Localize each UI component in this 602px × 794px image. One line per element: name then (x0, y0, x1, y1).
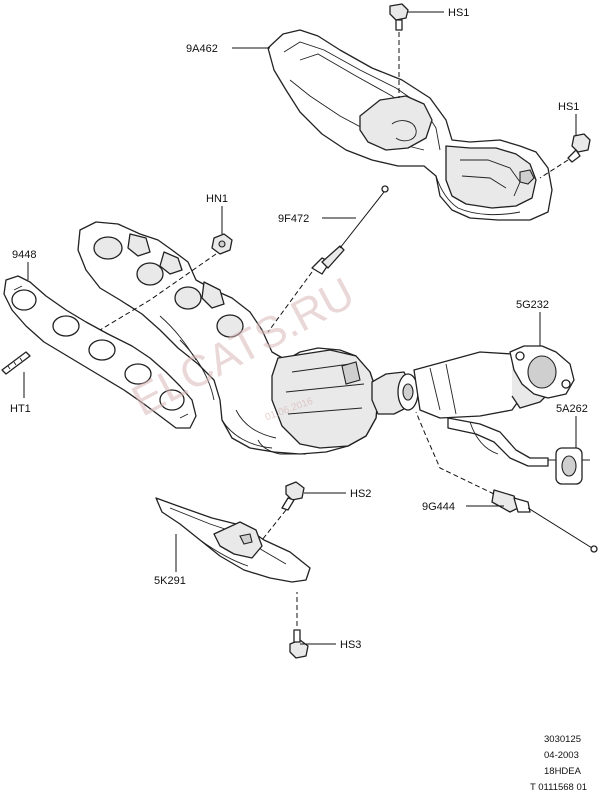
footer-line-1: 3030125 (544, 734, 581, 745)
stud-ht1 (1, 351, 31, 375)
callout-9f472: 9F472 (278, 213, 309, 225)
reference-footer: 3030125 04-2003 18HDEA T 0111568 01 (530, 734, 587, 793)
bolt-hs2 (261, 481, 305, 541)
callout-labels: HS1 9A462 HS1 HN1 9F472 9448 HT1 5G232 5… (10, 7, 588, 651)
callout-hs1-right: HS1 (558, 101, 579, 113)
callout-5k291: 5K291 (154, 575, 186, 587)
oxygen-sensor-upper (267, 185, 389, 333)
leader-lines (23, 11, 577, 645)
nut-hn1 (99, 233, 233, 331)
callout-5g232: 5G232 (516, 299, 549, 311)
callout-ht1: HT1 (10, 403, 31, 415)
callout-hs1-top: HS1 (448, 7, 469, 19)
callout-hs2: HS2 (350, 488, 371, 500)
footer-line-3: 18HDEA (544, 766, 582, 777)
callout-9a462: 9A462 (186, 43, 218, 55)
callout-hn1: HN1 (206, 193, 228, 205)
manifold-gasket (3, 275, 197, 429)
lower-heat-shield (155, 497, 311, 583)
footer-line-2: 04-2003 (544, 750, 579, 761)
oxygen-sensor-lower (415, 411, 598, 553)
bolt-hs1-top (389, 3, 409, 98)
bolt-hs3 (289, 592, 309, 659)
exhaust-manifold (77, 221, 379, 455)
callout-5a262: 5A262 (556, 403, 588, 415)
callout-hs3: HS3 (340, 639, 361, 651)
downpipe-assembly (371, 345, 590, 485)
footer-line-4: T 0111568 01 (530, 782, 587, 793)
callout-9448: 9448 (12, 249, 36, 261)
upper-heat-shield (267, 29, 553, 221)
callout-9g444: 9G444 (422, 501, 455, 513)
bolt-hs1-right (539, 133, 591, 179)
